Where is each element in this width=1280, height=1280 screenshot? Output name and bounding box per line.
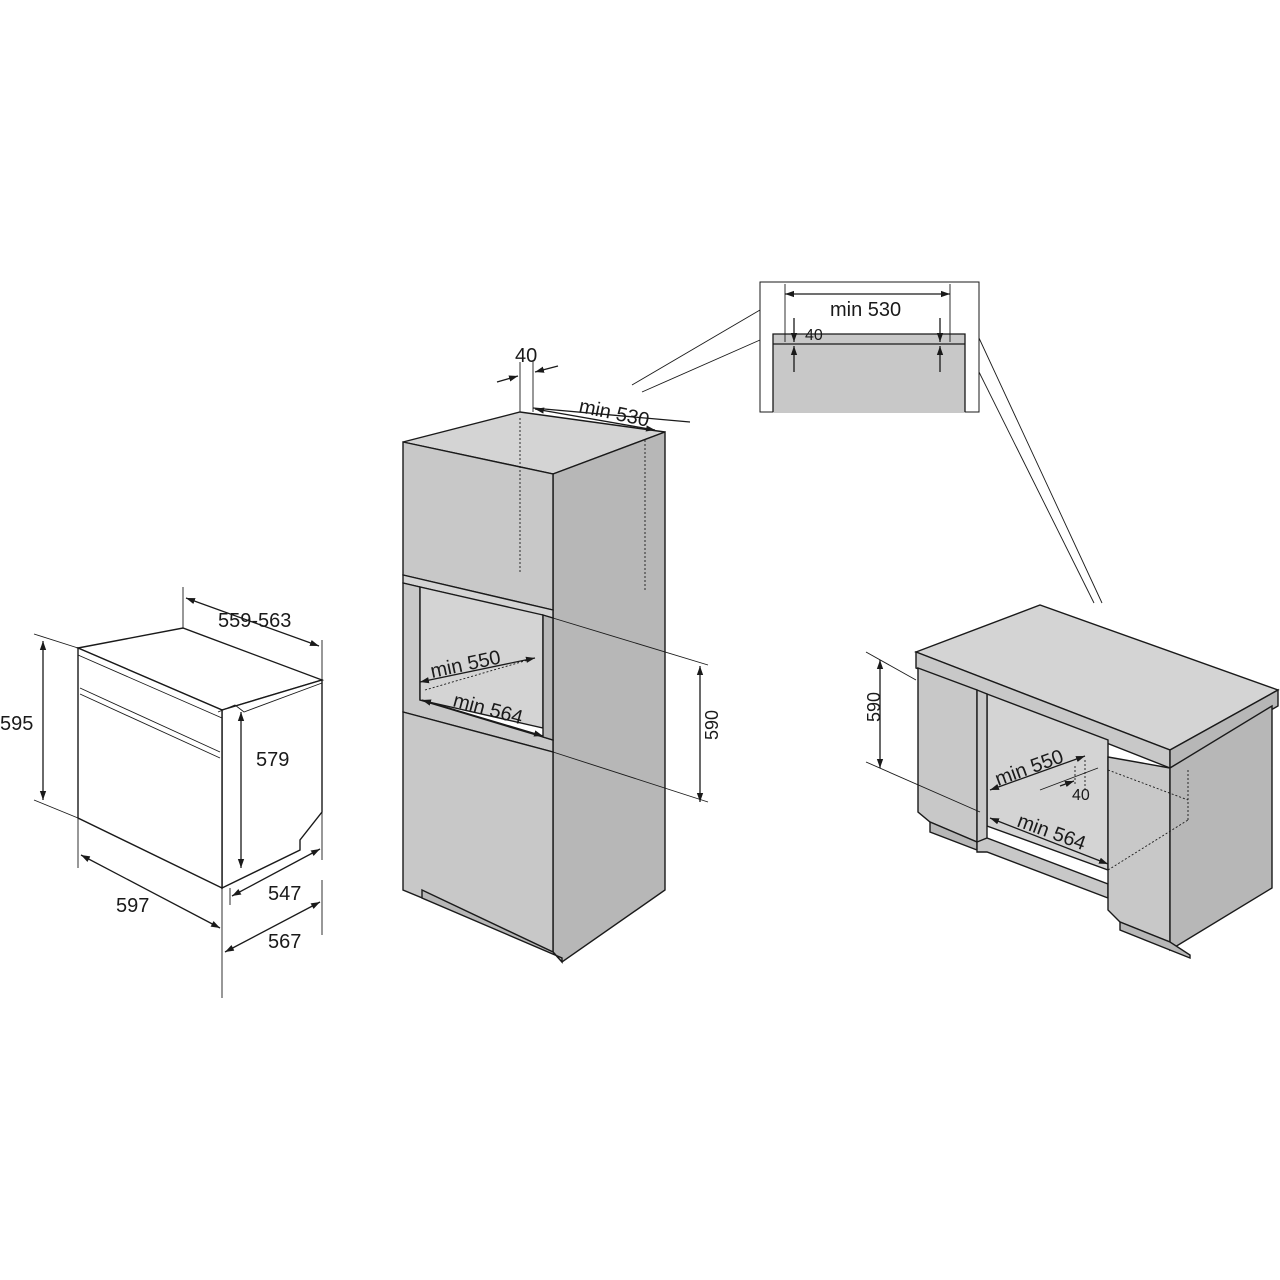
- oven-depth-body-label: 547: [268, 883, 301, 905]
- oven-depth-total-label: 567: [268, 931, 301, 953]
- detail-min-width-label: min 530: [830, 299, 901, 321]
- under-counter-gap-label: 40: [1072, 787, 1090, 804]
- oven-side: [221, 679, 323, 890]
- under-counter-side: [1169, 704, 1273, 952]
- tall-cabinet-drawing: 40 min 530 min 550 min 564 590: [402, 345, 722, 964]
- under-counter-right-front: [1107, 756, 1171, 944]
- detail-inset: min 530 40: [631, 281, 1103, 604]
- tall-cabinet-top-gap-label: 40: [515, 345, 537, 367]
- tall-cabinet-niche-height-label: 590: [702, 710, 722, 740]
- oven-height-inner-label: 579: [256, 749, 289, 771]
- oven-height-total-label: 595: [0, 713, 33, 735]
- under-counter-left-front: [917, 666, 978, 844]
- detail-gap-label: 40: [805, 327, 823, 344]
- detail-cabinet-top: [773, 334, 965, 413]
- oven-drawing: 559-563 595 579 597 547 567: [0, 587, 325, 998]
- tall-cabinet-side: [552, 430, 666, 963]
- under-counter-drawing: 590 min 550 40 min 564: [864, 604, 1280, 960]
- oven-width-label: 597: [116, 895, 149, 917]
- under-counter-niche-height-label: 590: [864, 692, 884, 722]
- oven-depth-range-label: 559-563: [218, 610, 291, 632]
